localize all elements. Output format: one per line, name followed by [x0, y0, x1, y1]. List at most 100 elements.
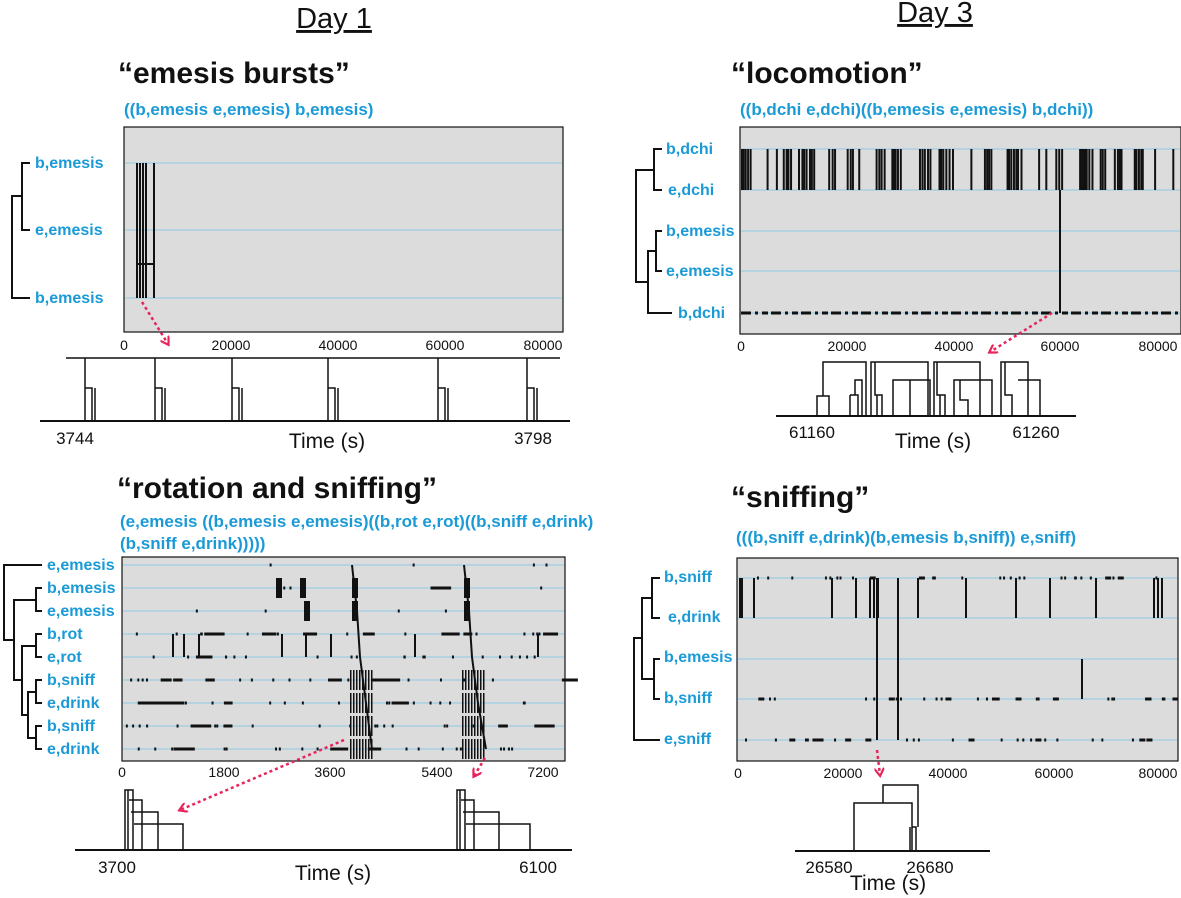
event-burst: [462, 670, 464, 690]
x-tick-label: 0: [120, 337, 128, 353]
event-mark: [444, 609, 447, 613]
event-mark: [545, 563, 548, 567]
event-mark: [137, 747, 140, 751]
event-burst: [474, 716, 476, 736]
event-mark: [1037, 697, 1040, 701]
event-mark: [522, 701, 525, 705]
event-burst: [468, 693, 470, 713]
event-mark: [888, 697, 895, 701]
event-mark: [367, 747, 382, 751]
event-mark: [1091, 738, 1094, 742]
pattern-occurrences: [739, 578, 1163, 740]
zoom-inset: 3700 6100 Time (s): [75, 789, 572, 885]
row-label: e,drink: [668, 609, 721, 626]
event-mark: [540, 586, 543, 590]
event-burst: [462, 716, 464, 736]
event-mark: [417, 747, 420, 751]
event-mark: [125, 724, 128, 728]
event-mark: [997, 697, 1000, 701]
event-mark: [244, 655, 247, 659]
event-burst: [350, 716, 352, 736]
event-mark: [968, 738, 971, 742]
event-mark: [443, 724, 446, 728]
event-burst: [477, 716, 479, 736]
event-mark: [403, 655, 406, 659]
event-mark: [422, 655, 425, 659]
row-label: b,sniff: [47, 672, 96, 689]
event-mark: [768, 697, 771, 701]
x-tick-label: 40000: [319, 337, 358, 353]
event-burst: [480, 716, 482, 736]
zoom-tick-label: 61260: [1012, 423, 1059, 442]
event-mark: [758, 697, 765, 701]
event-mark: [499, 747, 502, 751]
event-mark: [1023, 576, 1026, 580]
event-burst: [468, 739, 470, 759]
event-mark: [538, 632, 541, 636]
event-burst: [304, 601, 310, 621]
event-mark: [789, 738, 796, 742]
event-mark: [174, 701, 177, 705]
rot-event: [172, 634, 174, 657]
x-axis: 0 20000 40000 60000 80000: [120, 337, 563, 353]
event-mark: [1117, 576, 1124, 580]
x-tick-label: 80000: [524, 337, 563, 353]
event-mark: [532, 563, 535, 567]
event-mark: [316, 655, 319, 659]
event-mark: [376, 724, 379, 728]
event-mark: [773, 697, 776, 701]
event-mark: [382, 678, 401, 682]
event-mark: [917, 738, 920, 742]
event-mark: [895, 697, 898, 701]
zoom-motifs: [84, 358, 538, 421]
event-burst: [368, 739, 370, 759]
zoom-inset: 26580 26680 Time (s): [795, 784, 990, 895]
zoom-tick-label: 3798: [514, 429, 552, 448]
event-mark: [951, 738, 954, 742]
day-1-heading: Day 1: [296, 3, 372, 35]
panel-title: “rotation and sniffing”: [117, 472, 437, 505]
event-mark: [372, 632, 375, 636]
event-mark: [246, 632, 249, 636]
event-mark: [1155, 576, 1158, 580]
panel-sniffing: “sniffing” (((b,sniff e,drink)(b,emesis …: [633, 481, 1179, 895]
event-mark: [176, 724, 179, 728]
event-burst: [300, 578, 306, 598]
event-mark: [1009, 576, 1012, 580]
event-mark: [141, 678, 144, 682]
event-mark: [204, 632, 225, 636]
event-mark: [817, 738, 824, 742]
event-mark: [439, 678, 442, 682]
row-label: b,rot: [47, 626, 83, 643]
row-label: b,dchi: [678, 305, 725, 322]
row-label: b,sniff: [664, 690, 713, 707]
zoom-x-label: Time (s): [895, 430, 971, 453]
event-mark: [1074, 576, 1077, 580]
row-label: b,emesis: [664, 649, 733, 666]
rot-event: [305, 634, 307, 657]
pattern-formula: ((b,dchi e,dchi)((b,emesis e,emesis) b,d…: [740, 100, 1093, 119]
event-burst: [350, 693, 352, 713]
event-mark: [451, 655, 454, 659]
event-mark: [1064, 576, 1067, 580]
event-mark: [446, 724, 449, 728]
event-burst: [468, 716, 470, 736]
event-burst: [365, 716, 367, 736]
event-burst: [462, 739, 464, 759]
event-mark: [223, 724, 233, 728]
event-mark: [283, 701, 286, 705]
event-mark: [173, 747, 195, 751]
event-mark: [532, 632, 535, 636]
event-mark: [214, 724, 217, 728]
event-mark: [1056, 738, 1059, 742]
event-mark: [195, 655, 213, 659]
event-mark: [316, 747, 319, 751]
panel-locomotion: “locomotion” ((b,dchi e,dchi)((b,emesis …: [635, 57, 1181, 453]
event-mark: [449, 701, 452, 705]
x-tick-label: 0: [737, 338, 745, 354]
x-axis: 0 20000 40000 60000 80000: [737, 338, 1178, 354]
event-burst: [471, 693, 473, 713]
event-mark: [383, 724, 386, 728]
rot-event: [198, 634, 200, 657]
event-burst: [465, 693, 467, 713]
